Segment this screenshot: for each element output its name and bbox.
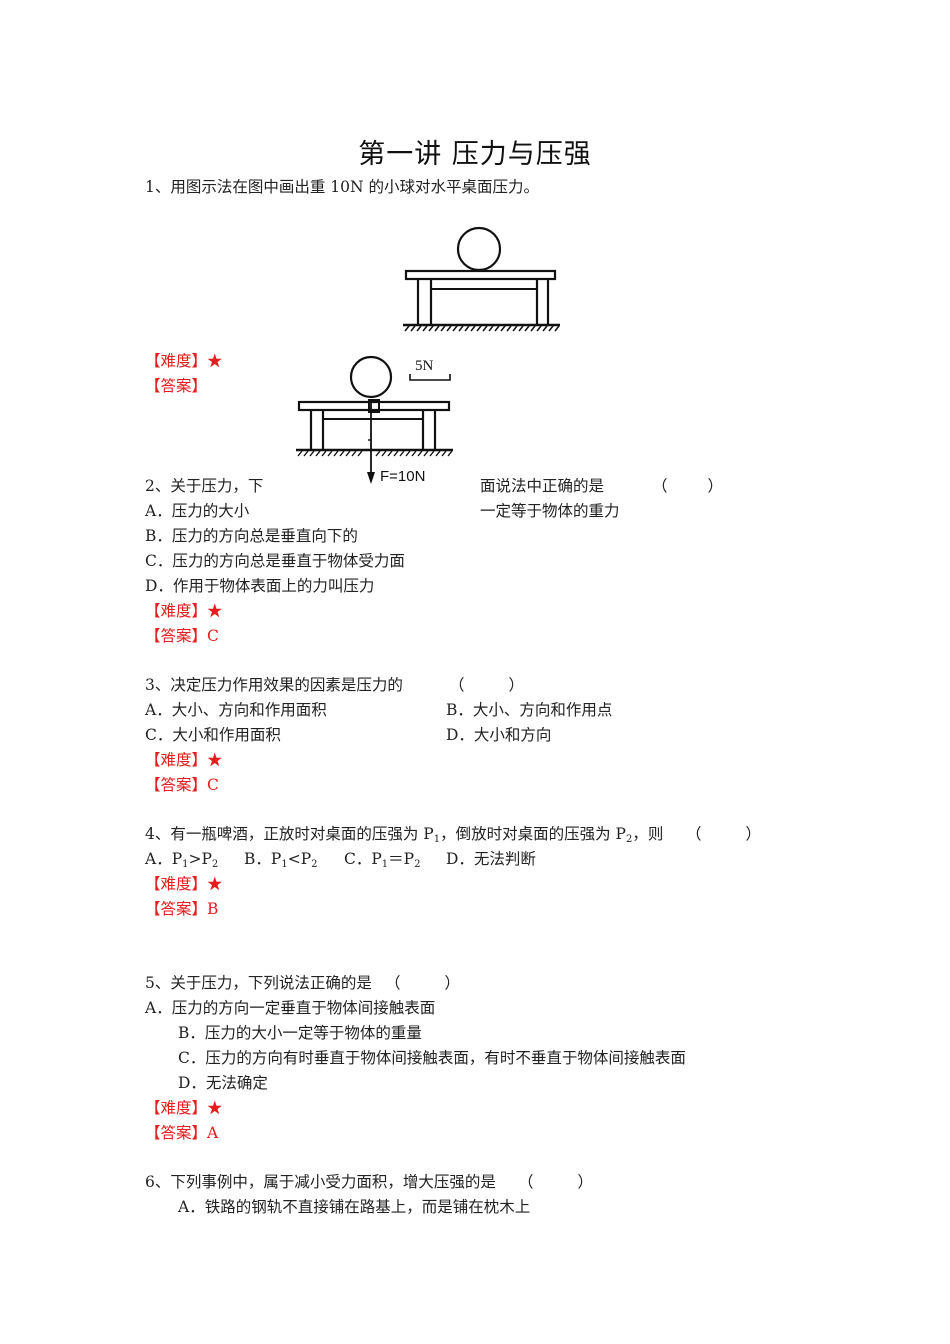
q1-answer: 【答案】 [145,376,207,396]
scale-label: 5N [415,358,434,374]
q5-option-b: B．压力的大小一定等于物体的重量 [178,1024,422,1042]
answer-value: C [207,776,219,794]
q3-option-a: A．大小、方向和作用面积 [145,701,327,719]
q4-option-a: A．P1>P2 [145,850,219,870]
q6-option-a: A．铁路的钢轨不直接铺在路基上，而是铺在枕木上 [178,1198,531,1216]
q4-stem: 4、有一瓶啤酒，正放时对桌面的压强为 P1，倒放时对桌面的压强为 P2，则 [145,825,664,845]
q4-option-b: B．P1<P2 [244,850,318,870]
q2-option-c: C．压力的方向总是垂直于物体受力面 [145,552,405,570]
q1-difficulty: 【难度】★ [145,351,223,371]
q2-option-d: D．作用于物体表面上的力叫压力 [145,577,375,595]
q4-difficulty: 【难度】★ [145,874,223,894]
difficulty-label: 【难度】 [145,1099,208,1117]
q2-difficulty: 【难度】★ [145,601,223,621]
q2-stem-part2: 面说法中正确的是 [480,477,605,495]
difficulty-star-icon: ★ [207,602,223,620]
difficulty-label: 【难度】 [145,602,208,620]
answer-label: 【答案】 [145,377,208,395]
answer-label: 【答案】 [145,627,208,645]
q3-option-d: D．大小和方向 [446,726,552,744]
q5-option-a: A．压力的方向一定垂直于物体间接触表面 [145,999,436,1017]
page-title: 第一讲 压力与压强 [358,139,592,170]
q4-answer: 【答案】B [145,899,218,919]
q1-stem: 1、用图示法在图中画出重 10N 的小球对水平桌面压力。 [145,178,540,196]
difficulty-label: 【难度】 [145,751,208,769]
answer-value: C [207,627,219,645]
difficulty-star-icon: ★ [207,352,223,370]
q3-difficulty: 【难度】★ [145,750,223,770]
q3-answer-blank: （） [449,676,525,694]
q2-answer-blank: （） [652,477,724,495]
q5-stem: 5、关于压力，下列说法正确的是 [145,974,372,992]
q3-answer: 【答案】C [145,775,219,795]
q5-option-d: D．无法确定 [178,1074,268,1092]
q4-option-c: C．P1＝P2 [344,850,421,870]
q5-difficulty: 【难度】★ [145,1098,223,1118]
q2-answer: 【答案】C [145,626,219,646]
answer-value: B [207,900,219,918]
q5-answer: 【答案】A [145,1123,218,1143]
answer-force-diagram: 5N F=10N [293,352,463,492]
q2-stem-part1: 2、关于压力，下 [145,477,264,495]
q4-answer-blank: （） [686,825,762,843]
ball-on-table-figure [403,226,560,332]
q6-stem: 6、下列事例中，属于减小受力面积，增大压强的是 [145,1173,496,1191]
answer-value: A [207,1124,219,1142]
q2-option-b: B．压力的方向总是垂直向下的 [145,527,358,545]
answer-label: 【答案】 [145,776,208,794]
q6-answer-blank: （） [518,1173,594,1191]
q3-option-b: B．大小、方向和作用点 [446,701,613,719]
difficulty-label: 【难度】 [145,875,208,893]
q3-option-c: C．大小和作用面积 [145,726,281,744]
answer-label: 【答案】 [145,1124,208,1142]
q4-option-d: D．无法判断 [446,850,536,868]
difficulty-star-icon: ★ [207,751,223,769]
difficulty-star-icon: ★ [207,1099,223,1117]
q2-option-a-part2: 一定等于物体的重力 [480,502,620,520]
difficulty-label: 【难度】 [145,352,208,370]
force-label: F=10N [380,468,426,485]
q3-stem: 3、决定压力作用效果的因素是压力的 [145,676,403,694]
q5-option-c: C．压力的方向有时垂直于物体间接触表面，有时不垂直于物体间接触表面 [178,1049,686,1067]
answer-label: 【答案】 [145,900,208,918]
q2-option-a-part1: A．压力的大小 [145,502,250,520]
difficulty-star-icon: ★ [207,875,223,893]
q5-answer-blank: （） [385,974,461,992]
